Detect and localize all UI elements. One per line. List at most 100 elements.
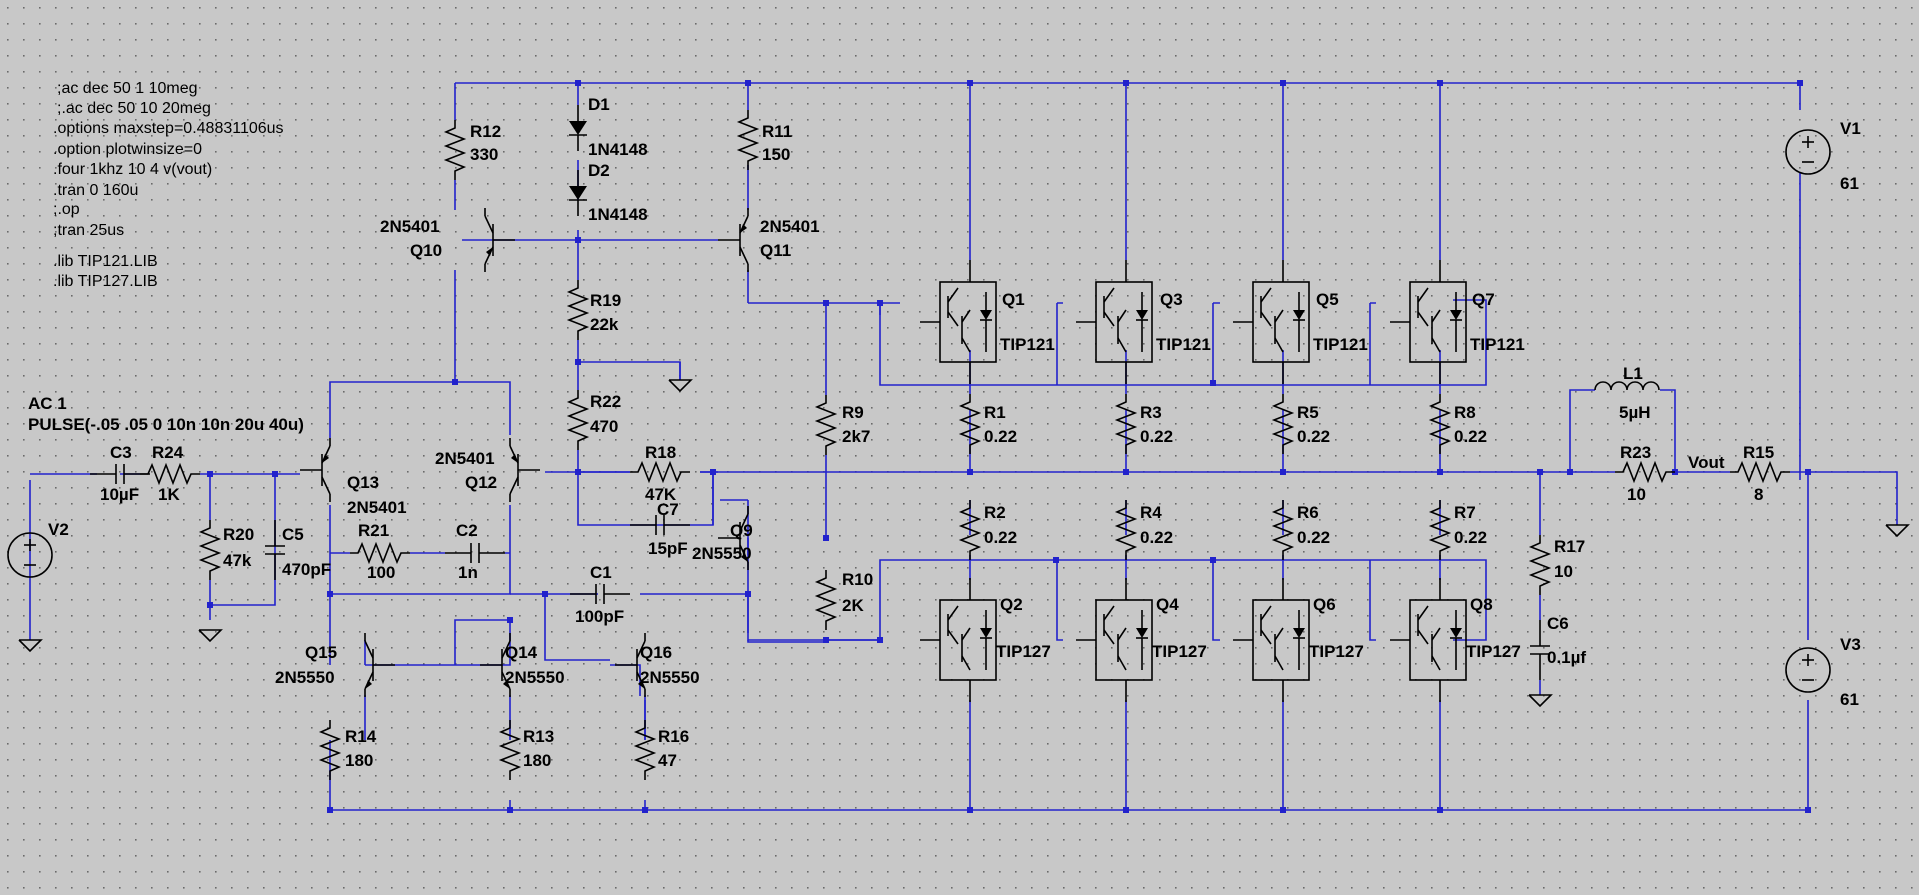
d1-name: D1 [588,95,610,114]
r13-value: 180 [523,751,551,770]
c2-value: 1n [458,563,478,582]
q2-value: TIP127 [996,642,1051,661]
r15-value: 8 [1754,485,1763,504]
vout-net-label[interactable]: Vout [1688,453,1725,472]
q12-name: Q12 [465,473,497,492]
d1-value: 1N4148 [588,140,648,159]
c2-name: C2 [456,521,478,540]
r13-name: R13 [523,727,554,746]
d2-name: D2 [588,161,610,180]
spice-directives: ;ac dec 50 1 10meg ;.ac dec 50 10 20meg … [53,80,284,290]
r4-name: R4 [1140,503,1162,522]
c3-value: 10µF [100,485,139,504]
r14-value: 180 [345,751,373,770]
v1-value: 61 [1840,174,1859,193]
l1-name: L1 [1623,364,1643,383]
r9-value: 2k7 [842,427,870,446]
v1-name: V1 [1840,119,1861,138]
r21-name: R21 [358,521,389,540]
r20-value: 47k [223,551,252,570]
q14-value: 2N5550 [505,668,565,687]
q7-value: TIP121 [1470,335,1525,354]
r2-name: R2 [984,503,1006,522]
r15-name: R15 [1743,443,1774,462]
r7-value: 0.22 [1454,528,1487,547]
directive-line[interactable]: .option plotwinsize=0 [53,141,202,158]
q4-value: TIP127 [1152,642,1207,661]
v2-source-line-2[interactable]: PULSE(-.05 .05 0 10n 10n 20u 40u) [28,415,304,434]
r11-name: R11 [762,122,792,141]
c5-name: C5 [282,525,304,544]
r1-value: 0.22 [984,427,1017,446]
r19-value: 22k [590,315,619,334]
wires [29,82,1897,811]
q1-value: TIP121 [1000,335,1055,354]
q2-name: Q2 [1000,595,1023,614]
directive-line[interactable]: .options maxstep=0.48831106us [53,120,284,137]
r1-name: R1 [984,403,1006,422]
v2-source-line-1[interactable]: AC 1 [28,394,67,413]
q9-name: Q9 [730,521,753,540]
q5-name: Q5 [1316,290,1339,309]
q15-name: Q15 [305,643,337,662]
directive-line[interactable]: ;tran 25us [53,222,124,239]
r8-value: 0.22 [1454,427,1487,446]
r18-name: R18 [645,443,676,462]
q11-name: Q11 [760,241,791,260]
c7-name: C7 [657,500,679,519]
directive-line[interactable]: .lib TIP121.LIB [53,253,158,270]
q13-name: Q13 [347,473,379,492]
r10-name: R10 [842,570,873,589]
junctions [207,80,1811,813]
q1-name: Q1 [1002,290,1025,309]
q4-name: Q4 [1156,595,1179,614]
directive-line[interactable]: ;.op [53,201,80,218]
q16-value: 2N5550 [640,668,700,687]
r21-value: 100 [367,563,395,582]
q10-name: Q10 [410,241,442,260]
r22-name: R22 [590,392,621,411]
q3-value: TIP121 [1156,335,1211,354]
r14-name: R14 [345,727,377,746]
r3-name: R3 [1140,403,1162,422]
l1-value: 5µH [1619,403,1651,422]
r7-name: R7 [1454,503,1476,522]
r19-name: R19 [590,291,621,310]
q6-name: Q6 [1313,595,1336,614]
r10-value: 2K [842,596,864,615]
c7-value: 15pF [648,539,688,558]
q9-value: 2N5550 [692,544,752,563]
c5-value: 470pF [282,560,331,579]
c1-name: C1 [590,563,612,582]
r24-value: 1K [158,485,180,504]
q6-value: TIP127 [1309,642,1364,661]
c1-value: 100pF [575,607,624,626]
q12-value: 2N5401 [435,449,495,468]
directive-line[interactable]: ;.ac dec 50 10 20meg [57,100,211,117]
r12-value: 330 [470,145,498,164]
r16-name: R16 [658,727,689,746]
r2-value: 0.22 [984,528,1017,547]
l1-symbol[interactable] [1594,381,1660,391]
v2-name: V2 [48,520,69,539]
q16-name: Q16 [640,643,672,662]
r6-value: 0.22 [1297,528,1330,547]
q7-name: Q7 [1472,290,1495,309]
q15-value: 2N5550 [275,668,335,687]
c3-name: C3 [110,443,132,462]
r18-value: 47K [645,485,677,504]
d2-value: 1N4148 [588,205,648,224]
r23-name: R23 [1620,443,1651,462]
r5-value: 0.22 [1297,427,1330,446]
v3-name: V3 [1840,635,1861,654]
directive-line[interactable]: ;ac dec 50 1 10meg [57,80,198,97]
r12-name: R12 [470,122,501,141]
q3-name: Q3 [1160,290,1183,309]
q14-name: Q14 [505,643,538,662]
directive-line[interactable]: .lib TIP127.LIB [53,273,158,290]
directive-line[interactable]: .four 1khz 10 4 v(vout) [53,161,212,178]
directive-line[interactable]: .tran 0 160u [53,182,138,199]
r9-name: R9 [842,403,864,422]
